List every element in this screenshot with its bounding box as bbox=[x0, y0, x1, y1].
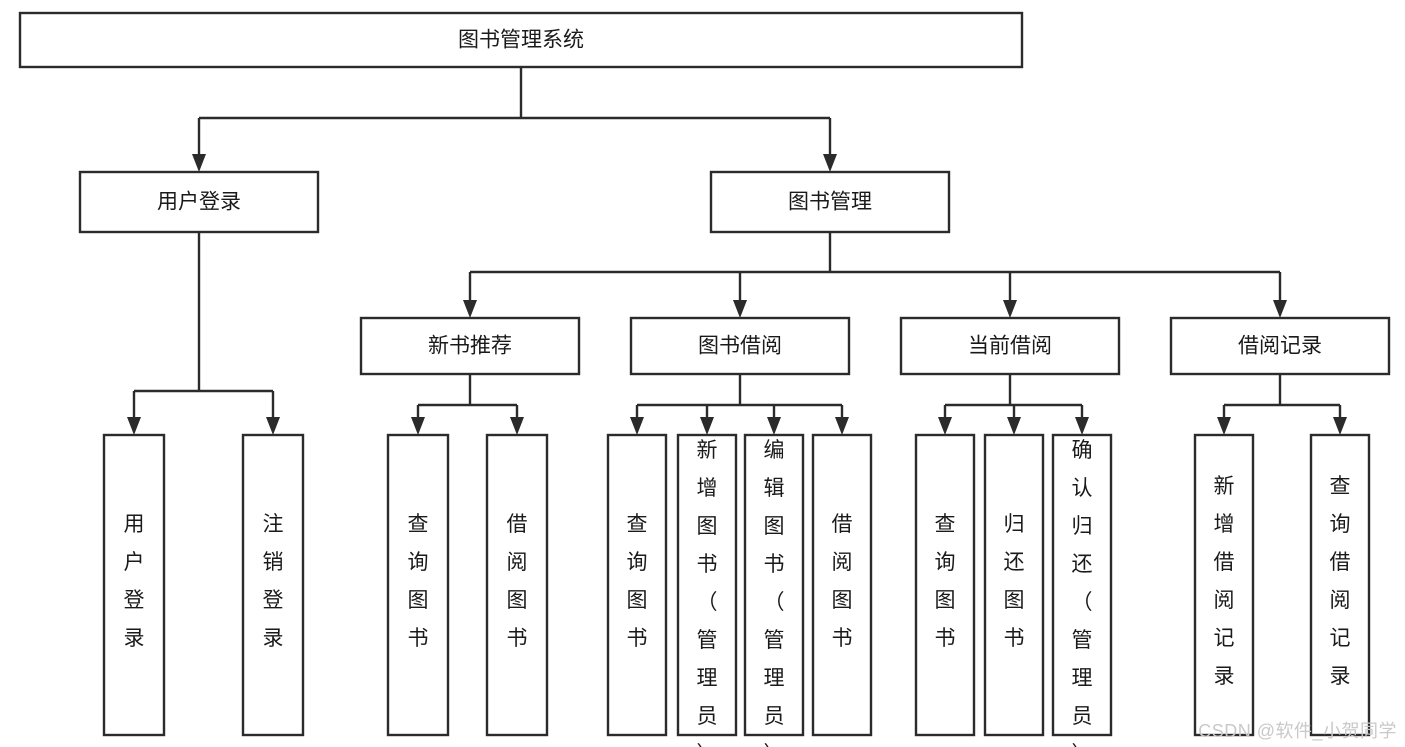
node-leaf-query-record-label: 查询借阅记录 bbox=[1330, 475, 1351, 688]
arrow-head-icon bbox=[700, 417, 714, 435]
arrow-head-icon bbox=[1003, 300, 1017, 318]
arrow-head-icon bbox=[1273, 300, 1287, 318]
connector-layer bbox=[127, 67, 1347, 435]
node-leaf-user-logout[interactable]: 注销登录 bbox=[241, 433, 305, 737]
node-records[interactable]: 借阅记录 bbox=[1169, 316, 1391, 376]
node-leaf-borrow-book-new[interactable]: 借阅图书 bbox=[485, 433, 549, 737]
node-leaf-add-record-label: 新增借阅记录 bbox=[1214, 475, 1235, 688]
node-leaf-return-book-box[interactable] bbox=[983, 433, 1045, 737]
node-login-label: 用户登录 bbox=[157, 191, 241, 214]
node-bookmgmt-label: 图书管理 bbox=[788, 191, 872, 214]
arrow-head-icon bbox=[733, 300, 747, 318]
node-newbook-box[interactable] bbox=[359, 316, 581, 376]
arrow-head-icon bbox=[767, 417, 781, 435]
node-leaf-add-record-box[interactable] bbox=[1193, 433, 1255, 737]
edge-group-root bbox=[192, 67, 837, 172]
node-leaf-query-book-current-label: 查询图书 bbox=[935, 513, 956, 650]
node-current-label: 当前借阅 bbox=[968, 335, 1052, 358]
arrow-head-icon bbox=[266, 417, 280, 435]
node-leaf-user-login-box[interactable] bbox=[102, 433, 166, 737]
arrow-head-icon bbox=[938, 417, 952, 435]
arrow-head-icon bbox=[835, 417, 849, 435]
node-login[interactable]: 用户登录 bbox=[78, 170, 320, 234]
node-leaf-add-book-label: 新增图书（管理员） bbox=[697, 439, 718, 747]
node-borrow-box[interactable] bbox=[629, 316, 851, 376]
arrow-head-icon bbox=[630, 417, 644, 435]
node-leaf-user-login-label: 用户登录 bbox=[124, 513, 145, 650]
node-records-box[interactable] bbox=[1169, 316, 1391, 376]
node-leaf-query-book-borrow-box[interactable] bbox=[606, 433, 668, 737]
node-leaf-confirm-return-box[interactable] bbox=[1051, 433, 1113, 737]
arrow-head-icon bbox=[1333, 417, 1347, 435]
node-leaf-user-login[interactable]: 用户登录 bbox=[102, 433, 166, 737]
node-leaf-confirm-return[interactable]: 确认归还（管理员） bbox=[1051, 433, 1113, 747]
node-leaf-user-logout-label: 注销登录 bbox=[263, 513, 284, 650]
node-leaf-add-record[interactable]: 新增借阅记录 bbox=[1193, 433, 1255, 737]
node-leaf-borrow-book-new-box[interactable] bbox=[485, 433, 549, 737]
node-root-label: 图书管理系统 bbox=[458, 29, 584, 52]
node-root[interactable]: 图书管理系统 bbox=[18, 11, 1024, 69]
edge-group-current bbox=[938, 374, 1089, 435]
edge-group-newbook bbox=[411, 374, 524, 435]
node-root-box[interactable] bbox=[18, 11, 1024, 69]
node-leaf-return-book[interactable]: 归还图书 bbox=[983, 433, 1045, 737]
arrow-head-icon bbox=[1007, 417, 1021, 435]
arrow-head-icon bbox=[1075, 417, 1089, 435]
node-leaf-user-logout-box[interactable] bbox=[241, 433, 305, 737]
node-borrow-label: 图书借阅 bbox=[698, 335, 782, 358]
node-leaf-query-book-current[interactable]: 查询图书 bbox=[914, 433, 976, 737]
edge-group-borrow bbox=[630, 374, 849, 435]
node-leaf-return-book-label: 归还图书 bbox=[1004, 513, 1025, 650]
node-leaf-borrow-book-new-label: 借阅图书 bbox=[507, 513, 528, 650]
node-leaf-borrow-book-box[interactable] bbox=[811, 433, 873, 737]
node-login-box[interactable] bbox=[78, 170, 320, 234]
node-leaf-add-book[interactable]: 新增图书（管理员） bbox=[676, 433, 738, 747]
node-leaf-query-record[interactable]: 查询借阅记录 bbox=[1309, 433, 1371, 737]
node-leaf-query-book-new[interactable]: 查询图书 bbox=[386, 433, 450, 737]
node-newbook-label: 新书推荐 bbox=[428, 335, 512, 358]
node-borrow[interactable]: 图书借阅 bbox=[629, 316, 851, 376]
node-leaf-edit-book[interactable]: 编辑图书（管理员） bbox=[743, 433, 805, 747]
node-leaf-query-record-box[interactable] bbox=[1309, 433, 1371, 737]
node-leaf-query-book-borrow[interactable]: 查询图书 bbox=[606, 433, 668, 737]
edge-group-records bbox=[1217, 374, 1347, 435]
node-leaf-query-book-borrow-label: 查询图书 bbox=[627, 513, 648, 650]
arrow-head-icon bbox=[192, 154, 206, 172]
node-current-box[interactable] bbox=[899, 316, 1121, 376]
node-leaf-query-book-new-label: 查询图书 bbox=[408, 513, 429, 650]
node-leaf-borrow-book-label: 借阅图书 bbox=[832, 513, 853, 650]
node-leaf-add-book-box[interactable] bbox=[676, 433, 738, 737]
node-bookmgmt-box[interactable] bbox=[709, 170, 951, 234]
edge-group-bookmgmt bbox=[463, 232, 1287, 318]
node-leaf-edit-book-box[interactable] bbox=[743, 433, 805, 737]
arrow-head-icon bbox=[463, 300, 477, 318]
arrow-head-icon bbox=[127, 417, 141, 435]
node-leaf-borrow-book[interactable]: 借阅图书 bbox=[811, 433, 873, 737]
node-records-label: 借阅记录 bbox=[1238, 335, 1322, 358]
csdn-watermark: CSDN @软件_小贺同学 bbox=[1198, 721, 1397, 741]
node-newbook[interactable]: 新书推荐 bbox=[359, 316, 581, 376]
edge-group-login bbox=[127, 232, 280, 435]
node-leaf-edit-book-label: 编辑图书（管理员） bbox=[764, 439, 785, 747]
arrow-head-icon bbox=[1217, 417, 1231, 435]
node-layer: 图书管理系统用户登录图书管理新书推荐图书借阅当前借阅借阅记录用户登录注销登录查询… bbox=[18, 11, 1391, 747]
arrow-head-icon bbox=[510, 417, 524, 435]
arrow-head-icon bbox=[411, 417, 425, 435]
node-bookmgmt[interactable]: 图书管理 bbox=[709, 170, 951, 234]
node-leaf-query-book-current-box[interactable] bbox=[914, 433, 976, 737]
arrow-head-icon bbox=[823, 154, 837, 172]
node-leaf-confirm-return-label: 确认归还（管理员） bbox=[1072, 439, 1093, 747]
node-leaf-query-book-new-box[interactable] bbox=[386, 433, 450, 737]
node-current[interactable]: 当前借阅 bbox=[899, 316, 1121, 376]
